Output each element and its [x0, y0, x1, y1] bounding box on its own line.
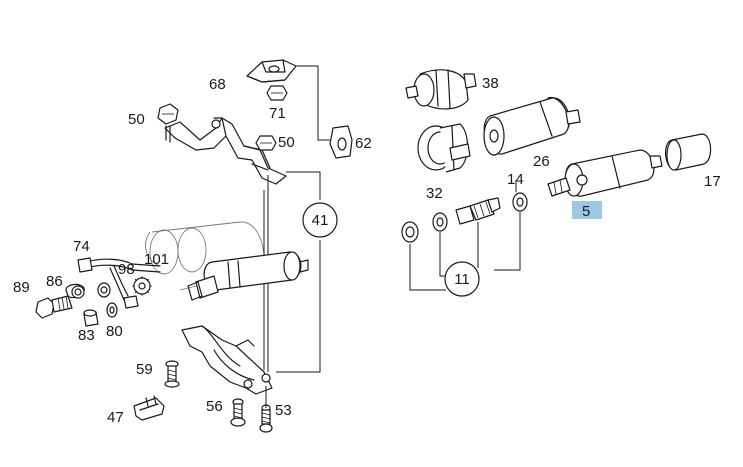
label-86: 86 [46, 273, 63, 290]
pump-assembly [145, 221, 309, 301]
label-74: 74 [73, 238, 90, 255]
fitting-14 [455, 197, 501, 225]
plug-83 [83, 309, 99, 327]
label-26: 26 [533, 153, 550, 170]
part-5-highlight [572, 201, 602, 219]
sleeve-17 [665, 133, 712, 171]
label-80: 80 [106, 323, 123, 340]
label-47: 47 [107, 409, 124, 426]
rubber-mount-62 [329, 125, 353, 159]
washer-14 [512, 192, 528, 212]
nut-50-left [157, 103, 179, 143]
label-38: 38 [482, 75, 499, 92]
label-89: 89 [13, 279, 30, 296]
nut-71 [266, 85, 288, 101]
label-56: 56 [206, 398, 223, 415]
clamp-bracket [164, 117, 287, 185]
washer-left-11 [401, 221, 419, 243]
bolt-89 [35, 295, 73, 319]
callout-41-circle [302, 202, 338, 238]
lower-clamp [181, 325, 273, 395]
screw-56 [230, 398, 246, 427]
label-50-right: 50 [278, 134, 295, 151]
label-101: 101 [144, 251, 169, 268]
filter-26 [483, 97, 581, 156]
clamp-32 [417, 123, 471, 173]
screw-59 [164, 360, 180, 388]
nut-50-right [255, 135, 277, 151]
fitting-86 [65, 283, 85, 299]
label-83: 83 [78, 327, 95, 344]
label-50-left: 50 [128, 111, 145, 128]
callout-11-circle [444, 261, 480, 297]
label-68: 68 [209, 76, 226, 93]
washer-86b [97, 282, 111, 298]
washer-80 [106, 302, 118, 318]
callout-41: 41 [312, 212, 329, 229]
label-53: 53 [275, 402, 292, 419]
washer-mid-11 [432, 212, 448, 232]
label-98: 98 [118, 261, 135, 278]
bracket-68 [246, 59, 297, 83]
label-32: 32 [426, 185, 443, 202]
callout-11: 11 [454, 271, 470, 288]
fuel-pump-5 [547, 149, 663, 197]
clip-47 [133, 395, 165, 421]
label-5: 5 [582, 203, 590, 220]
label-62: 62 [355, 135, 372, 152]
gear-98 [132, 276, 152, 296]
label-14: 14 [507, 171, 524, 188]
accumulator-38 [405, 69, 477, 110]
label-71: 71 [269, 105, 286, 122]
fitting-right-small [123, 295, 139, 309]
label-59: 59 [136, 361, 153, 378]
screw-53 [259, 404, 273, 433]
label-17: 17 [704, 173, 721, 190]
